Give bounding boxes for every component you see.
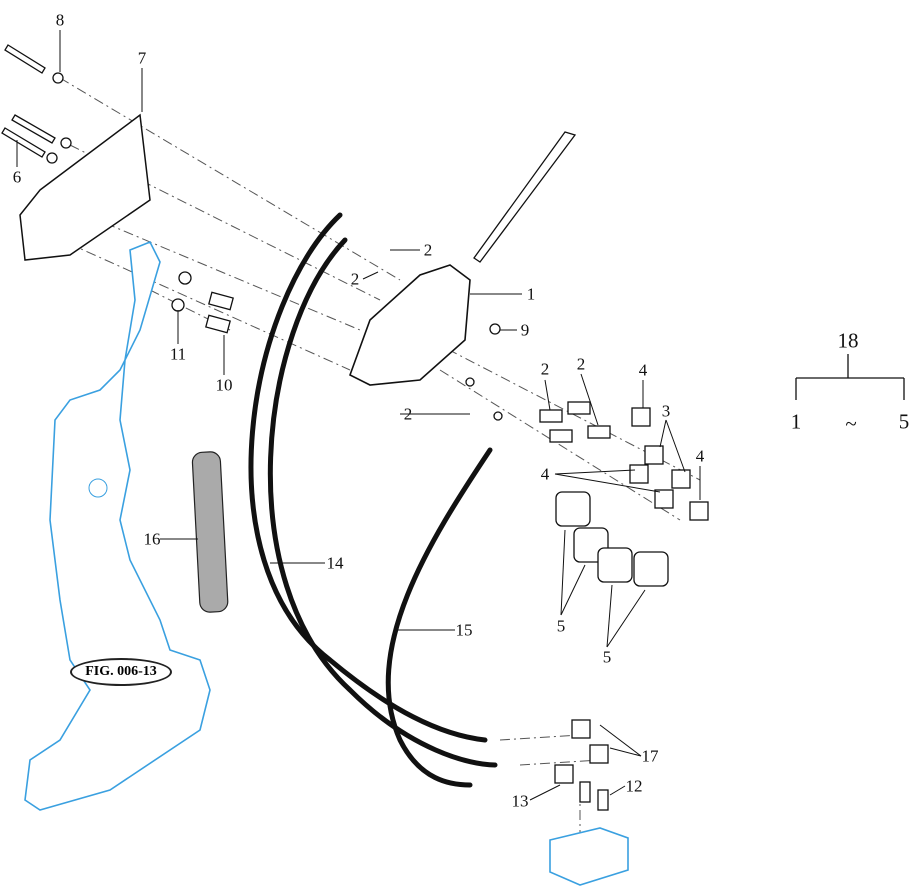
callout-10: 10: [215, 375, 233, 395]
callout-7: 7: [137, 48, 147, 68]
bolts: [1, 44, 503, 421]
fitting-caps: [539, 401, 709, 811]
kit-bracket: [795, 354, 905, 400]
callout-5: 5: [556, 616, 566, 636]
frame-hole: [88, 478, 108, 498]
control-lever: [473, 131, 577, 263]
frame-reference-part: [24, 240, 211, 811]
callout-8: 8: [55, 10, 65, 30]
kit-range-separator: ~: [845, 411, 857, 436]
leader-lines: [16, 30, 701, 801]
callout-2: 2: [576, 354, 586, 374]
callout-1: 1: [526, 284, 536, 304]
kit-range-start: 1: [790, 409, 802, 434]
callout-4: 4: [695, 446, 705, 466]
figure-reference-label: FIG. 006-13: [70, 658, 172, 686]
callout-5: 5: [602, 647, 612, 667]
callout-2: 2: [350, 269, 360, 289]
callout-9: 9: [520, 320, 530, 340]
assembly-centerlines: [49, 77, 701, 840]
callout-12: 12: [625, 776, 643, 796]
callout-2: 2: [423, 240, 433, 260]
callout-17: 17: [641, 746, 659, 766]
hoses: [248, 212, 498, 788]
callout-2: 2: [403, 404, 413, 424]
callout-16: 16: [143, 529, 161, 549]
callout-6: 6: [12, 167, 22, 187]
callout-11: 11: [169, 344, 187, 364]
callout-13: 13: [511, 791, 529, 811]
callout-4: 4: [638, 360, 648, 380]
kit-range-end: 5: [898, 409, 910, 434]
callout-14: 14: [326, 553, 344, 573]
callout-3: 3: [661, 401, 671, 421]
callout-2: 2: [540, 359, 550, 379]
callout-4: 4: [540, 464, 550, 484]
control-valve: [349, 264, 471, 386]
mounting-bracket: [19, 113, 151, 261]
kit-number: 18: [837, 328, 859, 353]
protective-sleeve: [191, 451, 229, 613]
callout-15: 15: [455, 620, 473, 640]
valve-block-reference: [549, 827, 629, 886]
